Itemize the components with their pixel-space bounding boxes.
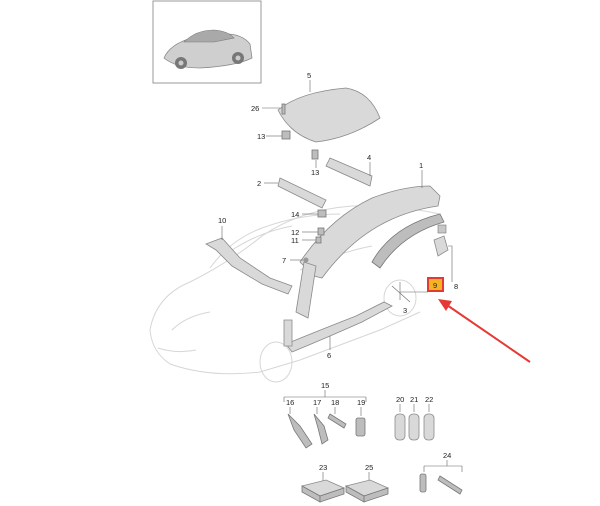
part-1-pillar-frame[interactable]: 1 — [295, 161, 441, 319]
part-group-15[interactable]: 15 — [283, 381, 367, 402]
part-5-roof-panel[interactable]: 5 — [277, 71, 381, 143]
callout-23: 23 — [319, 463, 327, 472]
part-6-sill-panel[interactable]: 6 — [283, 301, 393, 360]
callout-6: 6 — [327, 351, 331, 360]
callout-2: 2 — [257, 179, 261, 188]
callout-22: 22 — [425, 395, 433, 404]
callout-17: 17 — [313, 398, 321, 407]
callout-19: 19 — [357, 398, 365, 407]
red-arrow-icon — [438, 299, 531, 363]
callout-12: 12 — [291, 228, 299, 237]
part-16-tube[interactable]: 16 — [286, 398, 313, 449]
part-9-highlight[interactable]: 9 — [399, 277, 444, 300]
part-14-clip[interactable]: 14 — [291, 209, 327, 219]
part-17-tube[interactable]: 17 — [313, 398, 329, 445]
callout-26: 26 — [251, 104, 259, 113]
part-2-side-strip[interactable]: 2 — [257, 177, 327, 209]
part-21-cartridge[interactable]: 21 — [408, 395, 420, 441]
callout-7: 7 — [282, 256, 286, 265]
callout-13-lower: 13 — [311, 168, 319, 177]
part-13-clip-lower[interactable]: 13 — [311, 149, 319, 177]
callout-16: 16 — [286, 398, 294, 407]
callout-13-upper: 13 — [257, 132, 265, 141]
callout-20: 20 — [396, 395, 404, 404]
callout-10: 10 — [218, 216, 226, 225]
part-18-applicator[interactable]: 18 — [327, 398, 347, 429]
callout-18: 18 — [331, 398, 339, 407]
callout-9: 9 — [433, 281, 437, 290]
thumbnail-inset[interactable] — [152, 0, 262, 84]
callout-25: 25 — [365, 463, 373, 472]
part-7-clip[interactable]: 7 — [282, 256, 309, 265]
part-12-clip[interactable]: 12 — [291, 227, 325, 237]
callout-15: 15 — [321, 381, 329, 390]
callout-1: 1 — [419, 161, 423, 170]
part-13-clip-upper[interactable]: 13 — [257, 130, 291, 141]
part-20-cartridge[interactable]: 20 — [394, 395, 406, 441]
part-4-roof-strip[interactable]: 4 — [325, 153, 373, 187]
callout-3: 3 — [403, 306, 407, 315]
part-22-cartridge[interactable]: 22 — [423, 395, 435, 441]
part-10-windshield-frame[interactable]: 10 — [205, 216, 293, 295]
car-thumbnail-icon — [163, 29, 253, 69]
part-24-tool[interactable]: 24 — [419, 451, 463, 495]
callout-11: 11 — [291, 236, 299, 245]
callout-21: 21 — [410, 395, 418, 404]
part-19-bottle[interactable]: 19 — [355, 398, 366, 437]
part-8-bracket[interactable]: 8 — [433, 224, 458, 291]
part-25-kit[interactable]: 25 — [344, 463, 390, 503]
part-11-clip[interactable]: 11 — [291, 236, 322, 245]
callout-8: 8 — [454, 282, 458, 291]
part-23-kit[interactable]: 23 — [300, 463, 346, 503]
callout-5: 5 — [307, 71, 311, 80]
callout-14: 14 — [291, 210, 299, 219]
callout-24: 24 — [443, 451, 451, 460]
part-26-fastener[interactable]: 26 — [251, 103, 286, 115]
clip-icon — [437, 224, 447, 234]
part-3-wheel-arch[interactable]: 3 — [371, 213, 445, 315]
callout-4: 4 — [367, 153, 371, 162]
